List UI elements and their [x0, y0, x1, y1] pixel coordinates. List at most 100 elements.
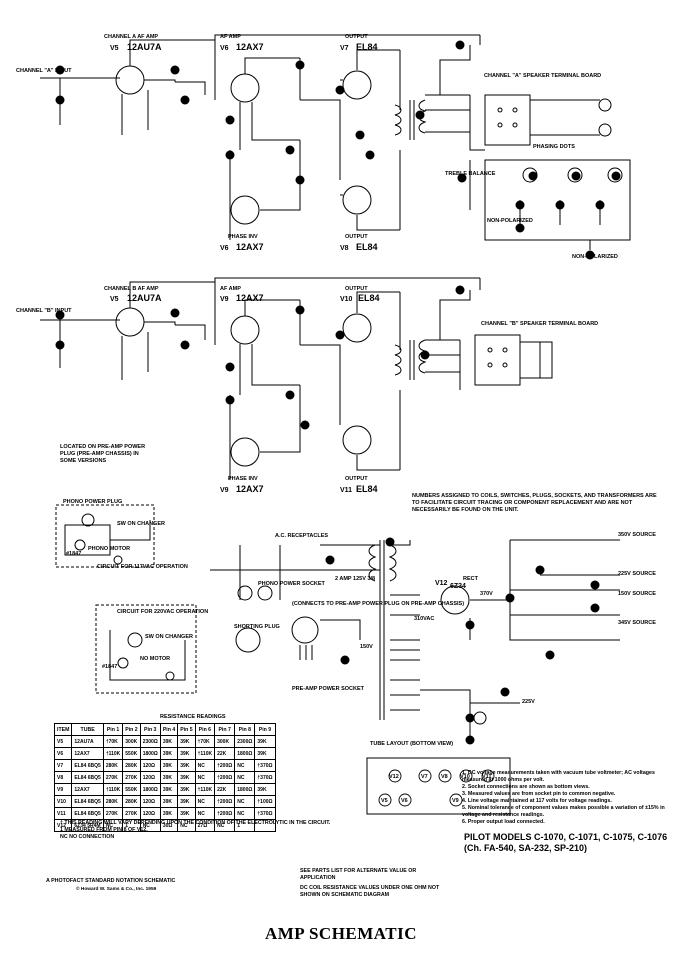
tube-v11 — [342, 425, 372, 455]
tube-layout-v6 — [398, 793, 412, 807]
resistance-cell: 39K — [254, 747, 276, 760]
label-shorting-plug: SHORTING PLUG — [234, 624, 280, 630]
dc-coil-note: DC COIL RESISTANCE VALUES UNDER ONE OHM … — [300, 885, 440, 898]
resistance-cell: †200Ω — [214, 807, 236, 820]
callout-c56 — [465, 735, 475, 745]
callout-c38 — [170, 65, 180, 75]
resistance-cell: †110K — [102, 747, 124, 760]
label-af-amp-b: AF AMP — [220, 286, 241, 292]
resistance-cell: NC — [234, 795, 256, 808]
notes-list: 1. DC voltage measurements taken with va… — [462, 770, 667, 826]
label-v5-a: V5 — [110, 45, 119, 52]
resistance-cell: 39K — [177, 747, 196, 760]
callout-r84 — [285, 390, 295, 400]
callout-c45 — [295, 175, 305, 185]
tl-v11: V11 — [482, 774, 491, 780]
resistance-cell: 280K — [102, 759, 124, 772]
label-v11: V11 — [340, 487, 352, 494]
resistance-legend: † THIS READING WILL VARY DEPENDING UPON … — [60, 820, 360, 841]
tl-v7: V7 — [421, 774, 428, 780]
tl-v5: V5 — [381, 798, 388, 804]
callout-r91 — [555, 200, 565, 210]
tube-layout-v5 — [378, 793, 392, 807]
label-phono-power-socket: PHONO POWER SOCKET — [258, 581, 326, 587]
label-speaker-board-a: CHANNEL "A" SPEAKER TERMINAL BOARD — [484, 73, 601, 79]
rh-4: Pin 3 — [139, 723, 161, 736]
label-af-amp-a: AF AMP — [220, 34, 241, 40]
resistance-cell: 39K — [159, 783, 179, 796]
resistance-cell: †70K — [194, 735, 216, 748]
rh-5: Pin 4 — [159, 723, 179, 736]
resistance-cell: †370Ω — [254, 771, 276, 784]
tl-v10: V10 — [460, 774, 470, 780]
callout-f1 — [325, 555, 335, 565]
rh-8: Pin 7 — [214, 723, 236, 736]
label-rect: RECT — [463, 576, 479, 582]
callout-l2 — [571, 171, 581, 181]
label-370v: 370V — [480, 591, 493, 597]
rh-0: ITEM — [53, 723, 73, 736]
label-v8: V8 — [340, 245, 349, 252]
label-v5-b: V5 — [110, 296, 119, 303]
resistance-cell: †100Ω — [254, 795, 276, 808]
callout-r75 — [55, 340, 65, 350]
callout-r93 — [505, 593, 515, 603]
resistance-cell: 39K — [254, 735, 276, 748]
resistance-cell: NC — [234, 771, 256, 784]
callout-r56 — [55, 65, 65, 75]
callout-c55 — [545, 650, 555, 660]
resistance-cell: 280K — [102, 795, 124, 808]
label-phono-power-plug: PHONO POWER PLUG — [63, 499, 122, 505]
label-channel-a-af-amp: CHANNEL A AF AMP — [104, 34, 158, 40]
tl-v8: V8 — [441, 774, 448, 780]
label-phasing-dots: PHASING DOTS — [533, 144, 575, 150]
rh-10: Pin 9 — [254, 723, 276, 736]
models-title: PILOT MODELS C-1070, C-1071, C-1075, C-1… — [464, 832, 668, 853]
callout-r88 — [457, 173, 467, 183]
resistance-cell: †370Ω — [254, 807, 276, 820]
tl-v6: V6 — [401, 798, 408, 804]
callout-r96 — [590, 603, 600, 613]
phono-plug-box — [55, 504, 155, 568]
rh-1: TUBE — [71, 723, 104, 736]
label-v9: V9 — [220, 296, 229, 303]
label-310vac: 310VAC — [414, 616, 434, 622]
resistance-cell: 270K — [122, 771, 141, 784]
label-v10: V10 — [340, 296, 353, 303]
resistance-cell: V11 — [53, 807, 73, 820]
resistance-cell: EL84 6BQ5 — [71, 807, 104, 820]
resistance-cell: †370Ω — [254, 759, 276, 772]
resistance-cell: 120Ω — [139, 795, 161, 808]
resistance-cell: 280K — [122, 795, 141, 808]
resistance-cell: 39K — [254, 783, 276, 796]
resistance-cell: †110K — [102, 783, 124, 796]
resistance-cell: 12AX7 — [71, 783, 104, 796]
label-v6-a-lower: V6 — [220, 245, 229, 252]
label-no-motor: NO MOTOR — [140, 656, 170, 662]
callout-c51 — [585, 250, 595, 260]
rh-3: Pin 2 — [122, 723, 141, 736]
label-lamp-1847: #1847 — [66, 551, 81, 557]
callout-r97 — [340, 655, 350, 665]
resistance-cell: †200Ω — [214, 759, 236, 772]
callout-l1 — [528, 171, 538, 181]
callout-r74 — [55, 310, 65, 320]
label-225v: 225V — [522, 699, 535, 705]
label-phase-inv-a: PHASE INV — [228, 234, 258, 240]
callout-r88b — [455, 285, 465, 295]
callout-c50 — [365, 150, 375, 160]
resistance-cell: EL84 6BQ5 — [71, 771, 104, 784]
label-el84-v8: EL84 — [356, 242, 378, 252]
resistance-cell: NC — [194, 759, 216, 772]
resistance-cell: V10 — [53, 795, 73, 808]
resistance-cell: V5 — [53, 735, 73, 748]
callout-r85 — [455, 40, 465, 50]
resistance-cell: 27Ω — [194, 819, 216, 832]
tube-layout-v7 — [418, 769, 432, 783]
callout-r98 — [500, 687, 510, 697]
resistance-cell: 300K — [214, 735, 236, 748]
resistance-cell: 39K — [177, 807, 196, 820]
label-sw-changer-2: SW ON CHANGER — [145, 634, 193, 640]
